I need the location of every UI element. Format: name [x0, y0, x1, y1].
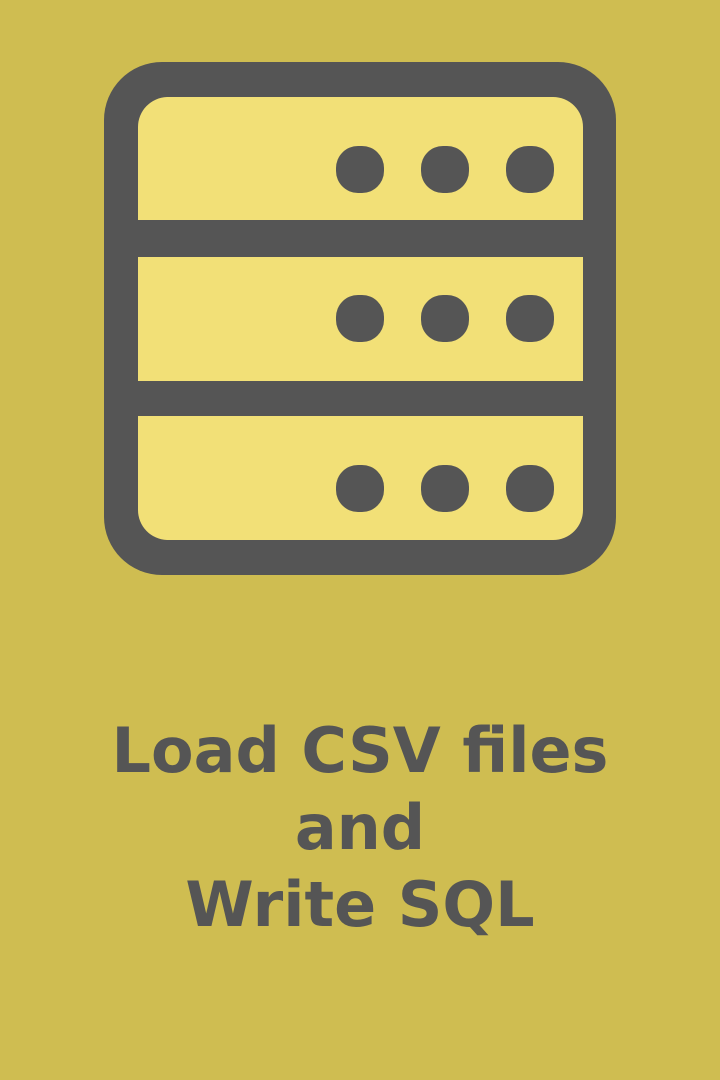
splash-caption: Load CSV files and Write SQL	[0, 712, 720, 943]
indicator-dot-icon	[336, 295, 384, 342]
indicator-dot-icon	[336, 146, 384, 193]
indicator-dot-icon	[336, 465, 384, 512]
caption-line-1: Load CSV files	[111, 714, 609, 787]
indicator-dot-icon	[421, 465, 469, 512]
indicator-dot-icon	[421, 295, 469, 342]
server-stack-icon	[104, 62, 616, 575]
indicator-dot-icon	[506, 465, 554, 512]
indicator-dot-icon	[421, 146, 469, 193]
indicator-dot-icon	[506, 146, 554, 193]
indicator-dot-icon	[506, 295, 554, 342]
caption-line-3: Write SQL	[185, 868, 535, 941]
caption-line-2: and	[294, 791, 426, 864]
